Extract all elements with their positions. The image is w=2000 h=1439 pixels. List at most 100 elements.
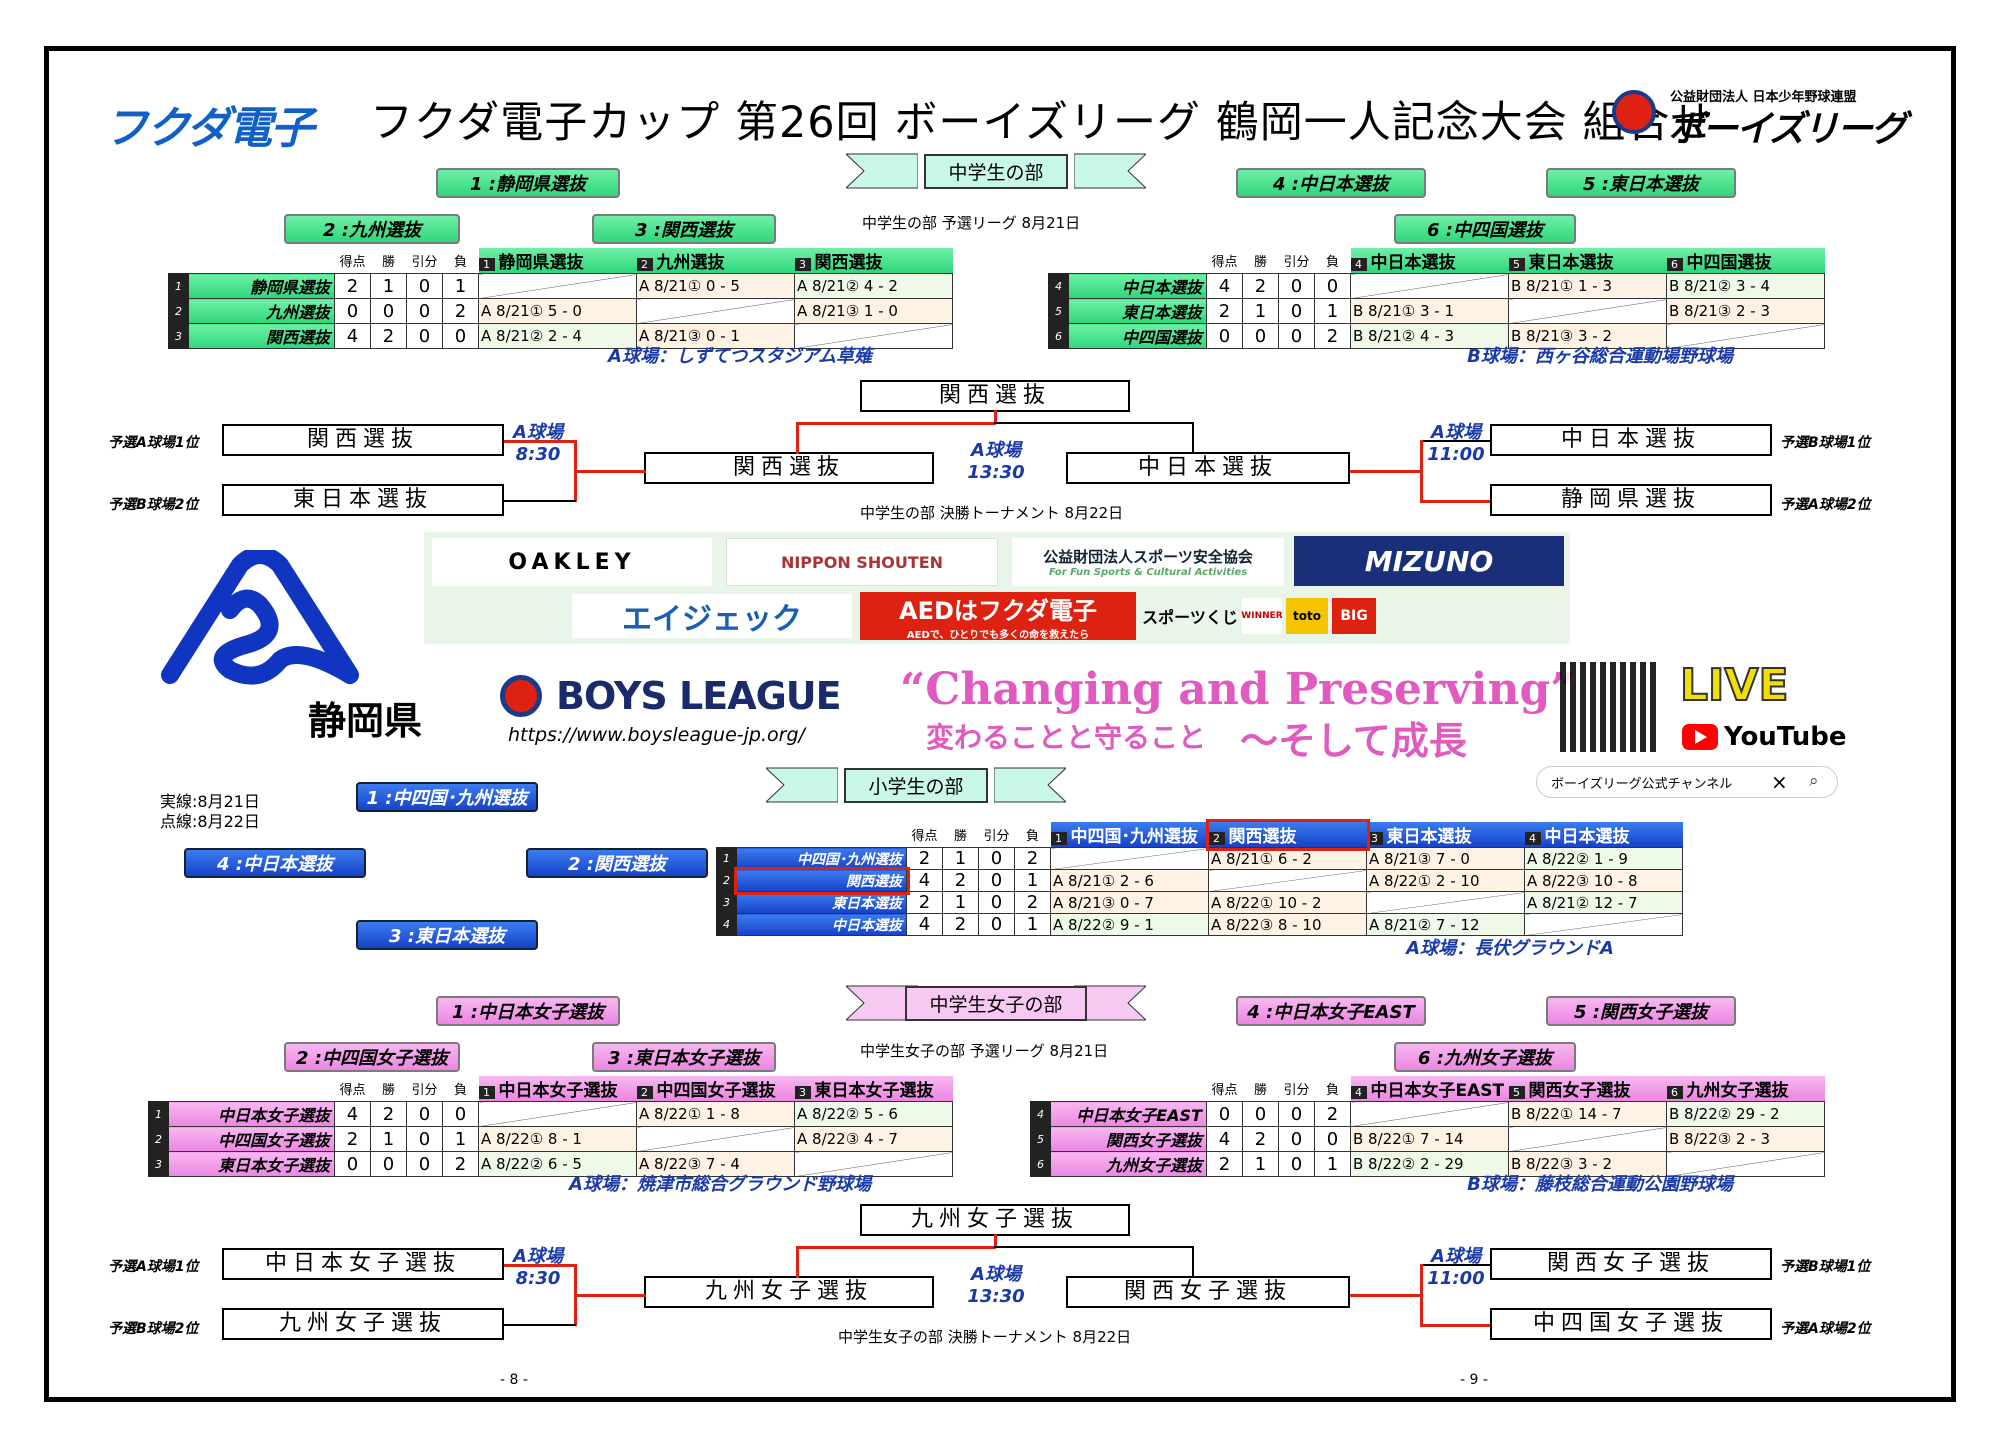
group-team-4: 4 :中日本女子EAST	[1236, 996, 1426, 1026]
match-result: A 8/21③ 1 - 0	[794, 298, 953, 324]
shizuoka-emblem-icon	[161, 550, 359, 685]
legend-dashed: 点線:8月22日	[160, 812, 260, 831]
stat-w: 1	[942, 891, 979, 914]
stat-w: 1	[942, 847, 979, 870]
stat-w: 0	[1242, 323, 1279, 349]
bracket-line	[796, 422, 996, 425]
stat-w: 1	[1242, 298, 1279, 324]
column-team-name: 東日本選抜	[1386, 827, 1472, 847]
section-title: 中学生の部	[924, 153, 1068, 189]
rank-right-bottom: 予選A球場2位	[1780, 497, 1871, 513]
stat-d: 0	[1278, 323, 1315, 349]
ribbon-tail-right-icon	[1073, 152, 1148, 190]
match-result: A 8/22① 2 - 10	[1366, 869, 1525, 892]
bracket-line	[1420, 1264, 1490, 1266]
stat-w: 2	[370, 323, 407, 349]
section-title: 中学生女子の部	[905, 985, 1087, 1021]
champion-box: 関西選抜	[860, 380, 1130, 412]
row-number: 2	[168, 298, 189, 324]
stat-w: 0	[370, 1151, 407, 1177]
bracket-line	[994, 1246, 1194, 1248]
stat-d: 0	[1278, 1126, 1315, 1152]
match-result	[794, 1151, 953, 1177]
stat-l: 1	[442, 273, 479, 299]
final-caption: 中学生の部 決勝トーナメント 8月22日	[860, 504, 1124, 522]
row-number: 1	[168, 273, 189, 299]
quarter-right-bottom: 静岡県選抜	[1490, 484, 1772, 516]
team-number: 3	[794, 258, 811, 271]
match-result: A 8/22① 1 - 8	[636, 1101, 795, 1127]
venue-label: A球場	[971, 1264, 1021, 1285]
ribbon-tail-left-icon	[764, 766, 839, 804]
column-team-name: 九州選抜	[656, 253, 725, 273]
rank-left-top: 予選A球場1位	[108, 435, 199, 451]
row-number: 1	[716, 847, 737, 870]
page-number-right: - 9 -	[1460, 1372, 1488, 1388]
match-result: B 8/21③ 2 - 3	[1666, 298, 1825, 324]
group-team-6: 6 :中四国選抜	[1394, 214, 1576, 244]
boys-league-logo: 公益財団法人 日本少年野球連盟 ボーイズリーグ	[1612, 86, 1908, 150]
team-number: 2	[1208, 832, 1225, 845]
row-team-name: 中日本女子EAST	[1050, 1101, 1207, 1127]
rank-right-top: 予選B球場1位	[1780, 1259, 1871, 1275]
close-icon[interactable]: ×	[1771, 770, 1788, 794]
group-team-2: 2 :九州選抜	[284, 214, 460, 244]
quarter-left-top: 関西選抜	[222, 424, 504, 456]
team-number: 2	[636, 1086, 653, 1099]
group-team-6: 6 :九州女子選抜	[1394, 1042, 1576, 1072]
rank-left-bottom: 予選B球場2位	[108, 497, 199, 513]
venue-note-a: A球場：焼津市総合グラウンド野球場	[569, 1174, 871, 1195]
slogan-japanese: 変わることと守ること	[926, 721, 1207, 754]
qr-code-icon[interactable]	[1560, 662, 1658, 752]
sponsor-big: BIG	[1332, 598, 1376, 634]
team-number: 3	[1366, 832, 1383, 845]
row-number: 3	[716, 891, 737, 914]
row-team-name: 中四国･九州選抜	[736, 847, 907, 870]
stat-w: 2	[1242, 273, 1279, 299]
sponsor-aed: AEDはフクダ電子 AEDで、ひとりでも多くの命を救えたら	[860, 592, 1136, 641]
column-team-name: 関西女子選抜	[1528, 1081, 1631, 1101]
group-team-1: 1 :中日本女子選抜	[436, 996, 620, 1026]
team-number: 3	[794, 1086, 811, 1099]
group-team-5: 5 :東日本選抜	[1546, 168, 1736, 198]
match-result	[1350, 273, 1509, 299]
bracket-line	[1420, 1324, 1490, 1327]
match-result: B 8/21① 1 - 3	[1508, 273, 1667, 299]
group-team-5: 5 :関西女子選抜	[1546, 996, 1736, 1026]
venue-note-a: A球場：しずてつスタジアム草薙	[608, 346, 872, 367]
match-result: A 8/22① 10 - 2	[1208, 891, 1367, 914]
team-number: 4	[1524, 832, 1541, 845]
youtube-search-box[interactable]: ボーイズリーグ公式チャンネル × ⌕	[1536, 766, 1838, 798]
match-result	[1050, 847, 1209, 870]
stat-d: 0	[1278, 1151, 1315, 1177]
sponsor-toto: toto	[1286, 598, 1328, 634]
column-team-name: 中四国･九州選抜	[1070, 827, 1199, 847]
live-badge: LIVE	[1679, 659, 1790, 712]
bracket-line	[576, 1294, 646, 1297]
search-icon[interactable]: ⌕	[1809, 771, 1819, 791]
team-number: 6	[1666, 1086, 1683, 1099]
row-team-name: 東日本選抜	[1068, 298, 1207, 324]
match-result: A 8/21① 2 - 6	[1050, 869, 1209, 892]
row-number: 4	[1048, 273, 1069, 299]
youtube-logo[interactable]: YouTube	[1682, 722, 1846, 752]
quarter-left-top: 中日本女子選抜	[222, 1248, 504, 1280]
website-url[interactable]: https://www.boysleague-jp.org/	[508, 724, 805, 746]
column-team-name: 中日本女子EAST	[1370, 1081, 1505, 1101]
search-input[interactable]: ボーイズリーグ公式チャンネル	[1551, 776, 1733, 792]
stat-d: 0	[406, 1151, 443, 1177]
rank-right-top: 予選B球場1位	[1780, 435, 1871, 451]
